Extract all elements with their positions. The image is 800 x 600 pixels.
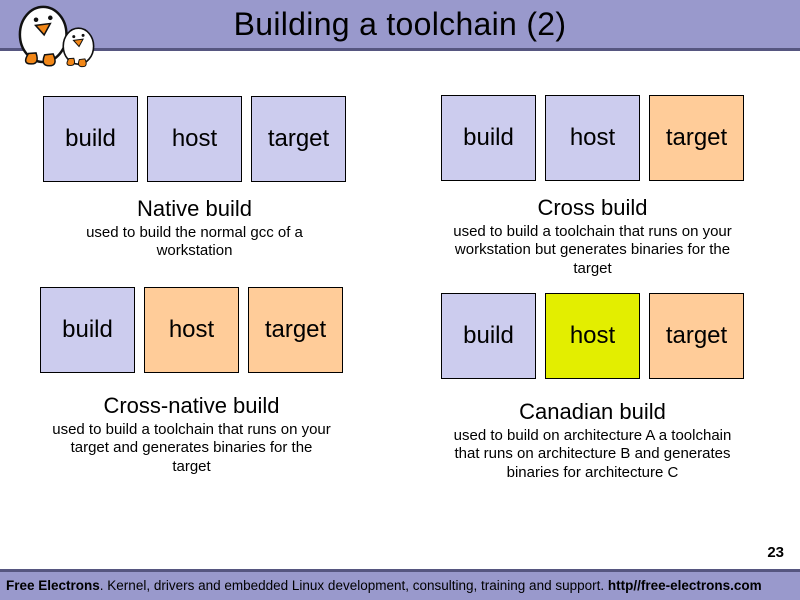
box-label: build [463,124,514,151]
host-box: host [545,95,640,181]
host-box: host [147,96,242,182]
footer-brand: Free Electrons [6,578,100,593]
target-box: target [649,293,744,379]
box-label: host [569,322,616,349]
host-box: host [545,293,640,379]
footer-bar: Free Electrons. Kernel, drivers and embe… [0,569,800,600]
build-box: build [441,95,536,181]
box-label: host [168,316,215,343]
quadrant-title: Native build [137,196,252,221]
target-box: target [251,96,346,182]
cross-native-build-section: build host target Cross-native build use… [40,287,343,476]
build-box: build [43,96,138,182]
box-label: target [665,124,728,151]
build-box: build [40,287,135,373]
canadian-build-section: build host target Canadian build used to… [441,293,744,482]
box-row: build host target [441,293,744,379]
footer-text: . Kernel, drivers and embedded Linux dev… [99,578,608,593]
penguin-small [62,27,95,68]
box-label: host [569,124,616,151]
box-label: host [171,125,218,152]
page-number: 23 [767,544,784,561]
quadrant-title: Canadian build [519,399,666,424]
quadrant-description: used to build a toolchain that runs on y… [453,223,732,277]
quadrant-description: used to build a toolchain that runs on y… [52,421,331,475]
box-label: build [65,125,116,152]
page-title: Building a toolchain (2) [233,6,567,42]
box-label: target [267,125,330,152]
box-label: build [463,322,514,349]
box-row: build host target [43,96,346,182]
footer-url: http//free-electrons.com [607,578,762,593]
quadrant-title: Cross-native build [103,393,280,418]
native-build-section: build host target Native build used to b… [43,96,346,261]
penguins-logo-icon [18,5,95,68]
box-label: build [62,316,113,343]
target-box: target [248,287,343,373]
cross-build-section: build host target Cross build used to bu… [441,95,744,278]
box-row: build host target [441,95,744,181]
header-bar: Building a toolchain (2) [0,0,800,51]
quadrant-title: Cross build [537,195,648,220]
quadrant-description: used to build the normal gcc of a workst… [86,224,303,260]
penguin-large [18,5,69,68]
box-label: target [264,316,327,343]
host-box: host [144,287,239,373]
box-label: target [665,322,728,349]
quadrant-description: used to build on architecture A a toolch… [453,427,732,481]
build-box: build [441,293,536,379]
target-box: target [649,95,744,181]
box-row: build host target [40,287,343,373]
